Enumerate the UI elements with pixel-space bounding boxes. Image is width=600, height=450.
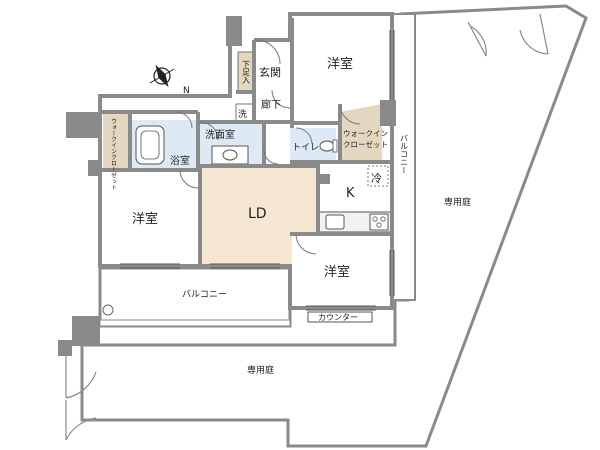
balcony-bottom-left-wall — [72, 316, 100, 346]
toilet-label: トイレ — [292, 143, 319, 153]
garden-right-label: 専用庭 — [444, 196, 471, 208]
walk-in-closet-left-label: ウォークインクローゼット — [110, 118, 117, 190]
balcony-right-label: バルコニー — [400, 134, 409, 174]
western-room-left — [100, 170, 200, 266]
entrance-label: 玄関 — [259, 65, 281, 79]
walk-in-closet-left — [103, 114, 130, 170]
kitchen-sink — [325, 214, 345, 230]
washroom-label: 洗面室 — [205, 128, 235, 141]
washbasin-icon — [222, 149, 238, 161]
counter-label: カウンター — [318, 313, 358, 322]
entrance — [254, 52, 292, 90]
toilet-bowl-icon — [319, 140, 335, 152]
garden-bottom-label: 専用庭 — [247, 364, 274, 376]
living-dining-label: LD — [248, 206, 267, 222]
burner-icon — [376, 222, 382, 228]
bathtub-icon — [135, 125, 165, 165]
hallway-label: 廊下 — [261, 98, 281, 111]
western-room-bottom — [292, 234, 392, 308]
counter-box — [307, 311, 373, 323]
western-room-top-label: 洋室 — [327, 56, 353, 72]
bathtub-inner — [140, 130, 160, 160]
door-swings — [175, 39, 361, 255]
washer-label: 洗 — [238, 108, 247, 120]
burner-icon — [372, 216, 378, 222]
walk-in-closet-right — [340, 104, 382, 162]
bathroom-label: 浴室 — [170, 154, 190, 167]
wall-blocks — [66, 16, 396, 184]
western-room-left-label: 洋室 — [132, 211, 158, 227]
drain-icon — [102, 304, 114, 316]
shoe-closet-label: 下足入 — [242, 60, 251, 84]
kitchen-stove — [369, 213, 389, 231]
refrigerator-label: 冷 — [371, 172, 382, 185]
walls — [98, 12, 394, 310]
refrigerator-space — [367, 165, 389, 187]
balcony-bottom-label: バルコニー — [182, 289, 227, 300]
compass-icon — [149, 64, 175, 88]
balcony-bottom-rail — [99, 319, 291, 327]
western-room-bottom-label: 洋室 — [324, 264, 350, 280]
garden-gate-left-post — [58, 340, 72, 356]
compass-north-label: N — [183, 86, 190, 96]
burner-icon — [380, 216, 386, 222]
toilet-tank-icon — [332, 139, 338, 153]
walk-in-closet-right-label: ウォークイン クローゼット — [343, 129, 390, 149]
washbasin-counter — [211, 145, 249, 165]
kitchen-label: K — [346, 186, 355, 201]
garden-gate-top — [467, 13, 549, 57]
garden-gate-left — [65, 348, 97, 441]
windows — [120, 30, 395, 311]
